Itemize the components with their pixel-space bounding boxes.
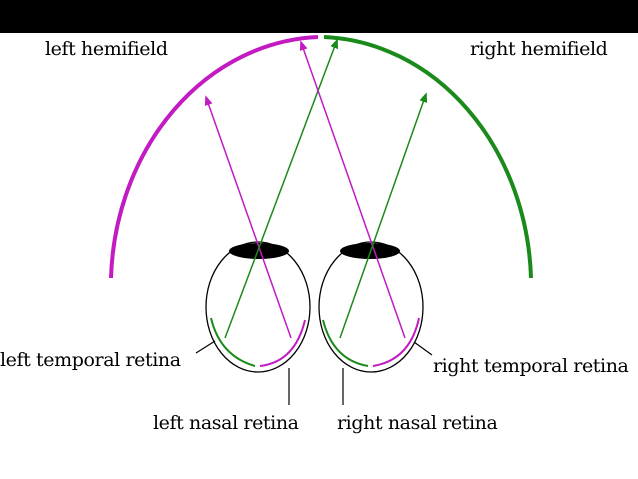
green-ray-left-eye xyxy=(224,38,338,339)
right-temporal-retina-pointer xyxy=(413,341,433,356)
right-temporal-retina-line xyxy=(372,317,420,367)
left-eye-lens xyxy=(229,243,289,259)
left-nasal-retina-label: left nasal retina xyxy=(153,412,299,434)
magenta-ray-right-eye xyxy=(299,40,406,339)
right-nasal-retina-label: right nasal retina xyxy=(337,412,498,434)
left-temporal-retina-line xyxy=(210,317,256,367)
right-hemifield-label: right hemifield xyxy=(470,38,608,60)
right-eye xyxy=(318,241,424,373)
left-eye xyxy=(205,241,311,373)
left-hemifield-arc xyxy=(109,35,319,279)
right-temporal-retina-label: right temporal retina xyxy=(433,355,629,377)
magenta-ray-left-eye-inner xyxy=(204,95,292,339)
left-temporal-retina-pointer xyxy=(195,340,216,354)
right-nasal-retina-line xyxy=(322,319,369,367)
left-hemifield-label: left hemifield xyxy=(45,38,168,60)
left-nasal-retina-line xyxy=(259,319,306,367)
diagram-background xyxy=(0,33,638,479)
green-ray-right-eye xyxy=(339,92,428,339)
left-temporal-retina-label: left temporal retina xyxy=(0,349,181,371)
right-hemifield-arc xyxy=(323,35,533,279)
